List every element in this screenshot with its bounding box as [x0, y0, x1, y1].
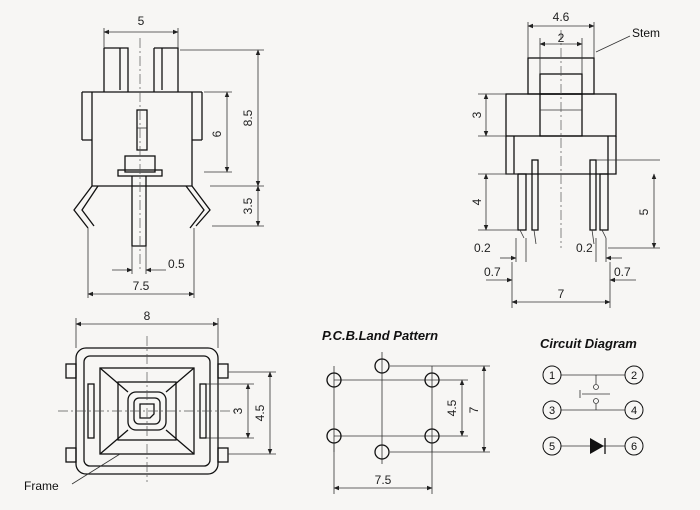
label-frame: Frame	[24, 479, 59, 493]
pcb-title: P.C.B.Land Pattern	[322, 328, 438, 343]
pin-4-circle	[624, 400, 644, 420]
pin-3-label: 3	[549, 405, 555, 417]
circuit-title: Circuit Diagram	[540, 336, 637, 351]
pin-5-circle	[542, 436, 562, 456]
label-stem: Stem	[632, 26, 660, 40]
dim-pcb-7-5: 7.5	[375, 473, 392, 487]
dim-side-0-7-left: 0.7	[484, 265, 501, 279]
dim-front-3-5: 3.5	[241, 197, 255, 214]
dim-front-7-5: 7.5	[133, 279, 150, 293]
dim-side-0-2-left: 0.2	[474, 241, 491, 255]
pin-1-label: 1	[549, 370, 555, 382]
dim-top-4-5: 4.5	[253, 404, 267, 421]
top-view: 8 3 4.5 Frame	[24, 309, 276, 493]
dim-side-2: 2	[558, 31, 565, 45]
pin-2-circle	[624, 365, 644, 385]
dim-front-6: 6	[210, 130, 224, 137]
dim-side-4: 4	[470, 198, 484, 205]
dim-front-0-5: 0.5	[168, 257, 185, 271]
dim-pcb-4-5: 4.5	[445, 399, 459, 416]
dim-top-3: 3	[231, 407, 245, 414]
pin-2-label: 2	[631, 370, 637, 382]
dim-top-8: 8	[144, 309, 151, 323]
pin-4-label: 4	[631, 405, 637, 417]
pin-3-circle	[542, 400, 562, 420]
pin-1-circle	[542, 365, 562, 385]
dim-pcb-7: 7	[467, 406, 481, 413]
circuit-diagram: Circuit Diagram 1 2 3 4 5 6	[540, 336, 644, 456]
dim-front-width: 5	[138, 14, 145, 28]
dim-front-height: 8.5	[241, 109, 255, 126]
pin-6-label: 6	[631, 441, 637, 453]
pin-5-label: 5	[549, 441, 555, 453]
pcb-land-pattern: P.C.B.Land Pattern 4.5 7 7.5	[322, 328, 490, 494]
pin-6-circle	[624, 436, 644, 456]
dim-side-7: 7	[558, 287, 565, 301]
dim-side-3: 3	[470, 111, 484, 118]
dim-side-0-7-right: 0.7	[614, 265, 631, 279]
dim-side-0-2-right: 0.2	[576, 241, 593, 255]
front-view: 5 8.5 6 3.5 0.5 7.5	[73, 14, 264, 298]
dim-side-5: 5	[637, 208, 651, 215]
side-view: 4.6 2 Stem 3 4 5 0.2 0.2	[470, 10, 660, 308]
dim-side-4-6: 4.6	[553, 10, 570, 24]
